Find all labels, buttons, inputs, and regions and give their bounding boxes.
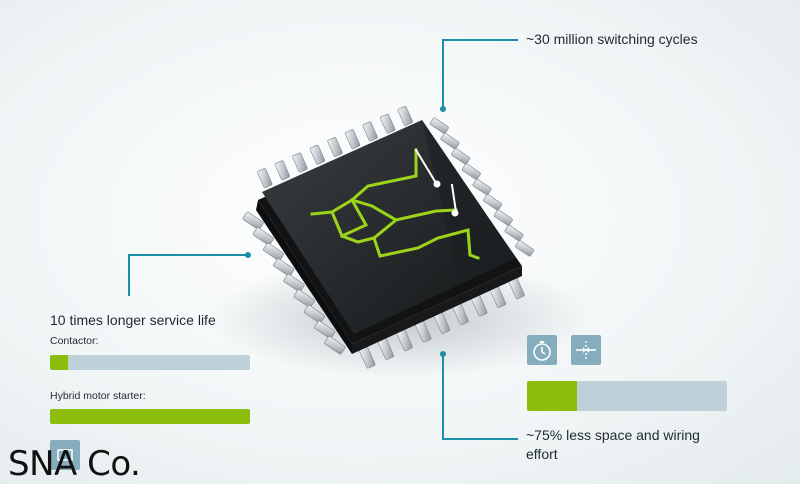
chip-pin [504,224,524,242]
left-leader-dot [245,252,251,258]
chip-pin [303,305,325,324]
chip-pin [451,148,471,165]
chip-pin [472,178,492,196]
chip-pin [327,137,343,157]
chip-pin [257,168,273,188]
bottom-leader-horizontal [442,438,518,440]
chip-pin [380,113,396,134]
chip-pin [263,242,285,261]
switching-cycles-text: ~30 million switching cycles [526,31,698,47]
chip-pin [252,227,274,246]
chip-pin [429,117,449,134]
chip-pins [242,106,535,369]
chip-pin [461,163,481,180]
chip-pin [493,209,513,226]
chip-pin [293,289,315,308]
top-leader-dot [440,106,446,112]
space-savings-bar-fill [527,381,577,411]
chip-pin [242,211,264,230]
contactor-bar-fill [50,355,68,370]
contactor-label: Contactor: [50,335,99,347]
left-leader-horizontal [128,254,248,256]
chip-pin [324,336,346,355]
top-leader-vertical [442,39,444,109]
compress-icon [571,335,601,365]
chip-pin [273,258,295,277]
watermark-text: SNA Co. [8,444,141,484]
top-leader-horizontal [442,39,518,41]
chip-pin [483,194,503,211]
chip-pin [283,273,305,293]
space-savings-bar [527,381,727,411]
chip-pin [440,132,460,150]
service-icon [50,440,80,470]
service-life-title: 10 times longer service life [50,312,216,328]
hybrid-starter-bar-fill [50,409,250,424]
chip-pin [344,129,361,150]
chip-pin [292,152,308,173]
chip-pin [309,144,326,165]
left-leader-vertical [128,254,130,296]
hybrid-starter-label: Hybrid motor starter: [50,390,146,402]
chip-pin [314,320,336,339]
circuit-symbol [310,148,480,260]
space-savings-text: ~75% less space and wiring effort [526,427,700,462]
chip-pin [274,160,290,181]
bottom-leader-vertical [442,354,444,440]
chip-pin [397,106,413,126]
hybrid-starter-bar [50,409,250,424]
timer-icon [527,335,557,365]
chip-pin [362,121,378,142]
contactor-bar [50,355,250,370]
chip-pin [515,240,535,257]
